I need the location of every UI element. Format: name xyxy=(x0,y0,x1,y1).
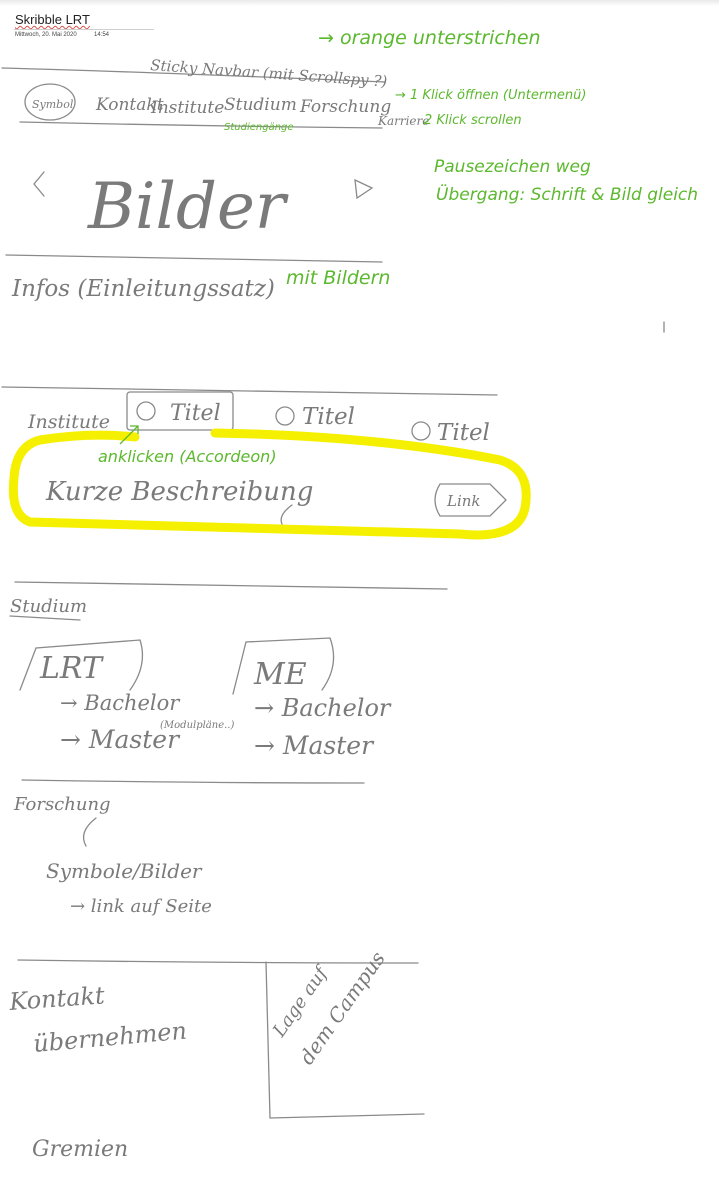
card-lrt-title[interactable]: LRT xyxy=(39,651,104,686)
card-me-title[interactable]: ME xyxy=(253,657,307,692)
forschung-page-link[interactable]: → link auf Seite xyxy=(70,896,212,917)
forschung-label: Forschung xyxy=(13,794,111,815)
divider-forschung xyxy=(21,779,365,784)
note-orange-underline: → orange unterstrichen xyxy=(318,27,541,49)
accordion-highlight xyxy=(8,428,531,540)
note-click-open: → 1 Klick öffnen (Untermenü) xyxy=(395,88,586,103)
accordion-arrow-icon xyxy=(119,425,139,445)
nav-item-institute[interactable]: Institute xyxy=(150,98,224,118)
contact-vertical-line xyxy=(265,961,271,1119)
me-bachelor-link[interactable]: → Bachelor xyxy=(254,694,392,722)
navbar-top-line xyxy=(1,67,386,83)
note-transition: Übergang: Schrift & Bild gleich xyxy=(436,183,698,205)
tab-icon-1 xyxy=(136,401,156,421)
navbar-heading: Sticky Navbar (mit Scrollspy ?) xyxy=(150,56,388,91)
window-top-bar xyxy=(0,0,719,6)
navbar-bottom-line xyxy=(19,121,383,129)
institutes-label: Institute xyxy=(27,411,110,433)
card-me-outline xyxy=(232,637,335,695)
note-pause-removed: Pausezeichen weg xyxy=(434,157,591,177)
contact-text-line1: Kontakt xyxy=(7,981,105,1016)
note-with-images: mit Bildern xyxy=(286,267,390,289)
nav-item-kontakt[interactable]: Kontakt xyxy=(95,95,164,115)
divider-contact xyxy=(17,959,419,964)
divider-intro xyxy=(5,254,383,263)
nav-item-studium[interactable]: Studium xyxy=(224,95,297,115)
lrt-master-link[interactable]: → Master xyxy=(60,725,181,754)
contact-bottom-line xyxy=(269,1113,425,1119)
page-time: 14:54 xyxy=(94,32,110,38)
divider-institutes xyxy=(1,386,498,396)
institute-description: Kurze Beschreibung xyxy=(45,477,313,507)
hero-images-text: Bilder xyxy=(87,170,289,244)
tab-title-2[interactable]: Titel xyxy=(302,404,355,430)
note-click-scroll: 2 Klick scrollen xyxy=(424,113,522,128)
intro-text: Infos (Einleitungssatz) xyxy=(11,276,275,302)
tab-title-3[interactable]: Titel xyxy=(437,420,490,446)
me-master-link[interactable]: → Master xyxy=(254,731,375,760)
studium-label-underline xyxy=(9,615,81,621)
slider-prev-icon xyxy=(33,171,45,197)
forschung-symbols: Symbole/Bilder xyxy=(46,859,203,883)
card-lrt-outline xyxy=(19,639,144,691)
logo-circle xyxy=(24,83,76,121)
slider-next-icon xyxy=(354,178,374,200)
committees-text: Gremien xyxy=(32,1137,128,1162)
nav-sub-studiengaenge: Studiengänge xyxy=(224,122,294,133)
page-title[interactable]: Skribble LRT xyxy=(15,12,90,27)
lrt-module-note: (Modulpläne..) xyxy=(160,720,234,731)
institute-link-button[interactable]: Link xyxy=(446,492,481,510)
divider-studium xyxy=(14,581,448,590)
lrt-bachelor-link[interactable]: → Bachelor xyxy=(60,691,181,715)
logo-label[interactable]: Symbol xyxy=(32,98,74,111)
forschung-hook xyxy=(82,817,97,847)
tab-icon-2 xyxy=(275,406,295,426)
nav-item-karriere[interactable]: Karriere xyxy=(377,114,429,128)
accordion-hook xyxy=(280,504,293,525)
tab-title-1[interactable]: Titel xyxy=(170,401,221,426)
studium-label: Studium xyxy=(10,596,87,617)
title-underline xyxy=(14,29,154,30)
contact-text-line2: übernehmen xyxy=(32,1017,188,1058)
tab-box xyxy=(126,391,234,431)
page-date: Mittwoch, 20. Mai 2020 xyxy=(15,32,77,38)
note-accordion: anklicken (Accordeon) xyxy=(98,447,277,466)
tab-icon-3 xyxy=(411,421,431,441)
link-button-outline xyxy=(434,483,507,517)
nav-item-forschung[interactable]: Forschung xyxy=(299,97,391,117)
